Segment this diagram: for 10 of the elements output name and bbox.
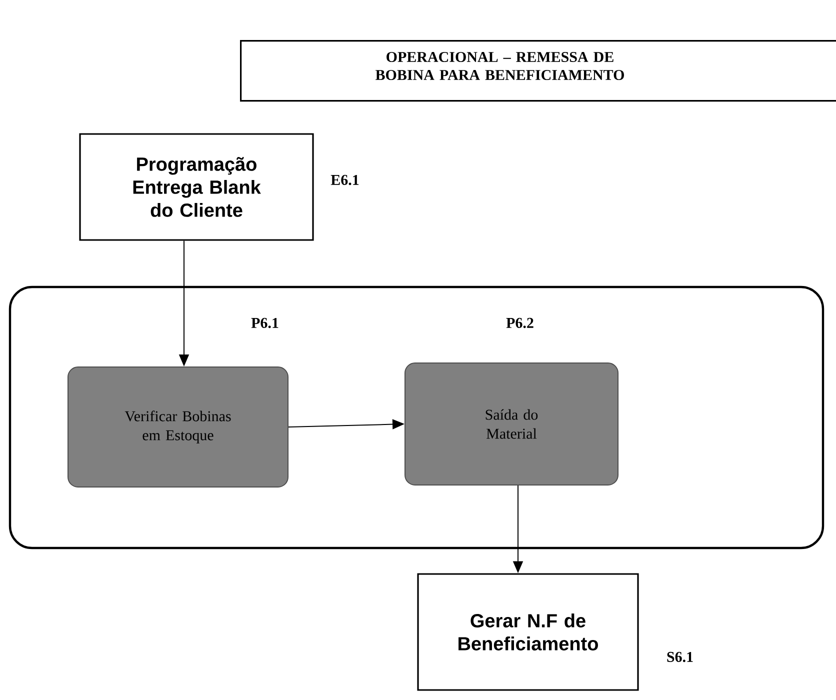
process-box: Gerar N.F de Beneficiamento	[417, 573, 639, 691]
step-code: P6.1	[251, 318, 278, 328]
process-box: Verificar Bobinas em Estoque	[68, 366, 288, 488]
step-code: S6.1	[667, 652, 693, 662]
step-code: E6.1	[330, 174, 359, 186]
step-code: P6.2	[506, 318, 534, 328]
process-box: Saída do Material	[404, 362, 618, 486]
title: OPERACIONAL – REMESSA DE BOBINA PARA BENEFICIAMENTO	[376, 52, 624, 80]
group-frame	[8, 286, 824, 550]
process-box: Programação Entrega Blank do Cliente	[79, 133, 314, 241]
